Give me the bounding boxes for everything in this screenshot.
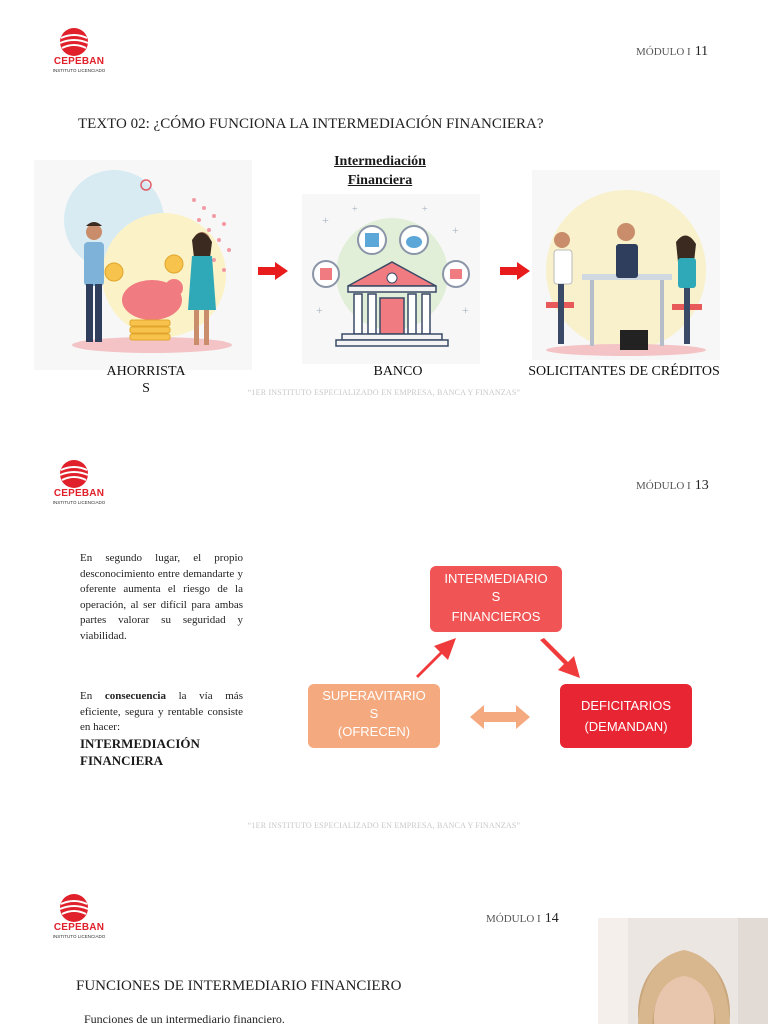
section-title: FUNCIONES DE INTERMEDIARIO FINANCIERO: [76, 978, 401, 995]
box-deficit: DEFICITARIOS (DEMANDAN): [560, 684, 692, 748]
bank-illustration: + + + + + +: [302, 194, 480, 364]
module-label: MÓDULO I: [636, 46, 691, 58]
section-title: TEXTO 02: ¿CÓMO FUNCIONA LA INTERMEDIACI…: [78, 116, 544, 133]
cepeban-logo: CEPEBAN INSTITUTO LICENCIADO: [49, 26, 109, 76]
brand-name: CEPEBAN: [49, 922, 109, 933]
emphasis-line2: FINANCIERA: [80, 752, 200, 769]
box-surplus: SUPERAVITARIO S (OFRECEN): [308, 684, 440, 748]
svg-text:+: +: [316, 303, 323, 317]
paragraph-consequence-pre: En: [80, 690, 105, 702]
emphasis-text: INTERMEDIACIÓN FINANCIERA: [80, 735, 200, 769]
footer-slogan: “1ER INSTITUTO ESPECIALIZADO EN EMPRESA,…: [0, 388, 768, 397]
arrow-right-icon: [500, 262, 530, 280]
diagram-subtitle: Intermediación Financiera: [320, 152, 440, 190]
module-label: MÓDULO I: [636, 480, 691, 492]
cepeban-logo: CEPEBAN INSTITUTO LICENCIADO: [49, 892, 109, 942]
brand-name: CEPEBAN: [49, 488, 109, 499]
module-header: MÓDULO I 13: [636, 478, 709, 494]
subtitle-line1: Intermediación: [320, 152, 440, 171]
arrow-right-icon: [258, 262, 288, 280]
arrow-down-right-icon: [536, 632, 586, 682]
box-intermediaries-line1: INTERMEDIARIO: [430, 570, 562, 588]
box-intermediaries-line3: FINANCIEROS: [430, 608, 562, 626]
cepeban-logo-mark: [57, 892, 91, 922]
box-surplus-line2: S: [308, 705, 440, 723]
cepeban-logo-mark: [57, 458, 91, 488]
caption-borrowers: SOLICITANTES DE CRÉDITOS: [522, 364, 726, 380]
brand-tagline: INSTITUTO LICENCIADO: [49, 68, 109, 73]
caption-bank: BANCO: [358, 364, 438, 380]
svg-text:+: +: [452, 223, 459, 237]
brand-tagline: INSTITUTO LICENCIADO: [49, 934, 109, 939]
brand-tagline: INSTITUTO LICENCIADO: [49, 500, 109, 505]
svg-text:+: +: [352, 204, 358, 215]
box-deficit-line1: DEFICITARIOS: [560, 695, 692, 716]
page-number: 11: [695, 44, 708, 59]
page-number: 13: [695, 478, 709, 493]
woman-photo: [598, 918, 768, 1024]
cepeban-logo-mark: [57, 26, 91, 56]
svg-text:+: +: [322, 213, 329, 227]
woman-photo-image: [598, 918, 768, 1024]
box-deficit-line2: (DEMANDAN): [560, 716, 692, 737]
box-surplus-line1: SUPERAVITARIO: [308, 687, 440, 705]
caption-savers-line1: AHORRISTA: [98, 363, 194, 380]
arrow-up-left-icon: [410, 632, 460, 682]
emphasis-line1: INTERMEDIACIÓN: [80, 735, 200, 752]
svg-text:+: +: [422, 204, 428, 215]
arrow-double-icon: [470, 704, 530, 730]
borrowers-illustration: [532, 170, 720, 360]
box-intermediaries-line2: S: [430, 588, 562, 606]
savers-illustration: [34, 160, 252, 370]
box-intermediaries: INTERMEDIARIO S FINANCIEROS: [430, 566, 562, 632]
module-header: MÓDULO I 14: [486, 911, 559, 927]
module-header: MÓDULO I 11: [636, 44, 708, 60]
paragraph-consequence-bold: consecuencia: [105, 690, 166, 702]
paragraph-consequence: En consecuencia la vía más eficiente, se…: [80, 689, 243, 736]
svg-text:+: +: [462, 303, 469, 317]
cepeban-logo: CEPEBAN INSTITUTO LICENCIADO: [49, 458, 109, 508]
paragraph-risk: En segundo lugar, el propio desconocimie…: [80, 551, 243, 644]
box-surplus-line3: (OFRECEN): [308, 723, 440, 741]
footer-slogan: “1ER INSTITUTO ESPECIALIZADO EN EMPRESA,…: [0, 821, 768, 830]
brand-name: CEPEBAN: [49, 56, 109, 67]
module-label: MÓDULO I: [486, 913, 541, 925]
page-number: 14: [545, 911, 559, 926]
subtitle-line2: Financiera: [320, 171, 440, 190]
intro-text: Funciones de un intermediario financiero…: [84, 1012, 285, 1027]
